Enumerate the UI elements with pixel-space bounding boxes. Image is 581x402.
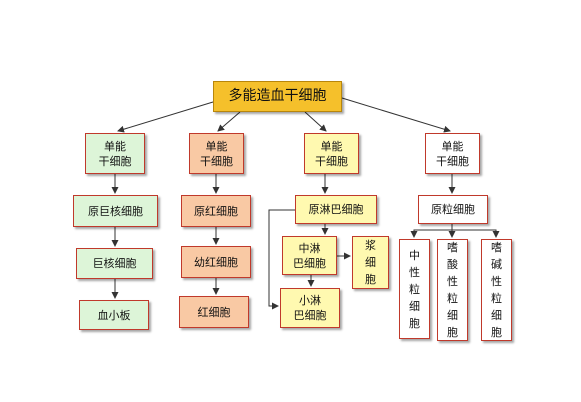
megakaryocyte-node: 巨核细胞 — [76, 248, 153, 279]
eosinophil-node: 嗜 酸 性 粒 细 胞 — [437, 239, 468, 341]
arrow-lym-bypass — [268, 209, 295, 310]
root-stem-cell-node: 多能造血干细胞 — [213, 81, 342, 112]
small-lymphocyte-node: 小淋 巴细胞 — [280, 288, 340, 328]
plasma-cell-node: 浆 细 胞 — [352, 236, 389, 289]
arrow-gran-neutrophil — [410, 224, 453, 238]
arrow-root-to-lymphoid — [304, 111, 327, 132]
myeloblast-node: 原粒细胞 — [418, 195, 488, 224]
basophil-node: 嗜 碱 性 粒 细 胞 — [481, 239, 512, 341]
medium-lymphocyte-node: 中淋 巴细胞 — [282, 236, 337, 275]
erythroid-stem-node: 单能 干细胞 — [189, 133, 244, 174]
erythroblast-node: 幼红细胞 — [181, 246, 251, 278]
promegakaryocyte-node: 原巨核细胞 — [73, 195, 158, 227]
lymphoblast-node: 原淋巴细胞 — [295, 195, 377, 224]
platelet-node: 血小板 — [79, 300, 149, 330]
arrow-gran-basophil — [452, 229, 500, 238]
granulocytic-stem-node: 单能 干细胞 — [425, 133, 480, 174]
arrow-root-to-megakaryocytic — [117, 101, 214, 133]
proerythroblast-node: 原红细胞 — [181, 195, 251, 227]
lymphoid-stem-node: 单能 干细胞 — [304, 133, 359, 174]
arrow-root-to-granulocytic — [341, 97, 451, 133]
arrow-root-to-erythroid — [217, 111, 241, 132]
erythrocyte-node: 红细胞 — [179, 296, 249, 328]
neutrophil-node: 中 性 粒 细 胞 — [399, 239, 430, 339]
megakaryocytic-stem-node: 单能 干细胞 — [85, 133, 145, 174]
